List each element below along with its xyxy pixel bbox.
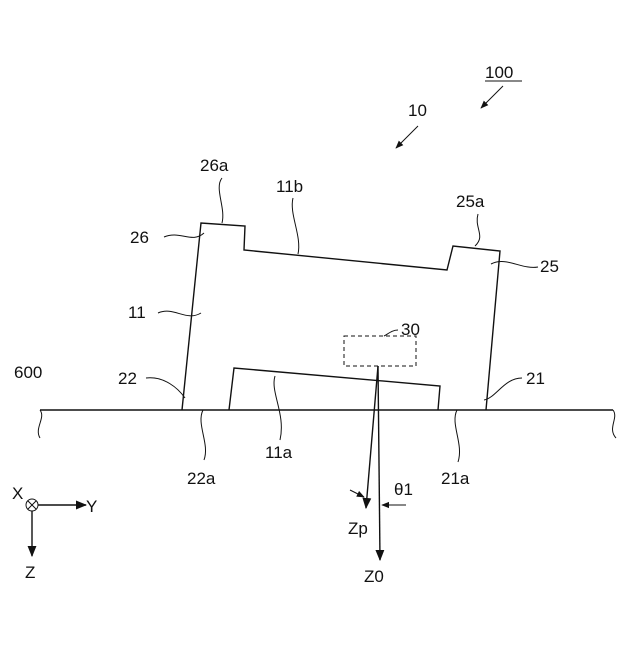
axis-z0-line (378, 366, 380, 560)
label-z0: Z0 (364, 567, 384, 586)
label-22: 22 (118, 369, 137, 388)
x-axis-cross-mark (28, 501, 36, 509)
leader-21a (455, 410, 460, 462)
label-22a: 22a (187, 469, 216, 488)
label-26a: 26a (200, 156, 229, 175)
label-100: 100 (485, 63, 513, 82)
label-11a: 11a (265, 443, 293, 462)
ground-break-left (38, 410, 41, 438)
leader-21 (484, 378, 522, 400)
housing-inner-recess (229, 368, 440, 410)
label-11b: 11b (276, 177, 303, 196)
leader-11 (158, 311, 201, 316)
label-25: 25 (540, 257, 559, 276)
label-10: 10 (408, 101, 427, 120)
label-30: 30 (401, 320, 420, 339)
label-11: 11 (128, 303, 146, 322)
leader-10 (396, 126, 418, 148)
label-theta1: θ1 (394, 480, 413, 499)
leader-100 (481, 86, 503, 108)
angle-arrow-left (350, 490, 364, 497)
label-coord-x: X (12, 484, 23, 503)
leader-22a (201, 410, 206, 460)
label-coord-z: Z (25, 563, 35, 582)
leader-11b (292, 198, 299, 254)
sensor-box (344, 336, 416, 366)
leader-25a (475, 214, 480, 246)
leader-22 (146, 378, 185, 398)
leader-11a (274, 376, 281, 440)
label-21a: 21a (441, 469, 470, 488)
label-26: 26 (130, 228, 149, 247)
housing-outer-outline (182, 223, 500, 410)
label-zp: Zp (348, 519, 368, 538)
axis-zp-line (366, 366, 378, 508)
label-coord-y: Y (86, 497, 97, 516)
label-600: 600 (14, 363, 42, 382)
leader-26 (164, 233, 204, 237)
leader-30 (384, 330, 398, 336)
label-25a: 25a (456, 192, 485, 211)
ground-break-right (613, 410, 616, 438)
leader-26a (219, 178, 223, 223)
label-21: 21 (526, 369, 545, 388)
